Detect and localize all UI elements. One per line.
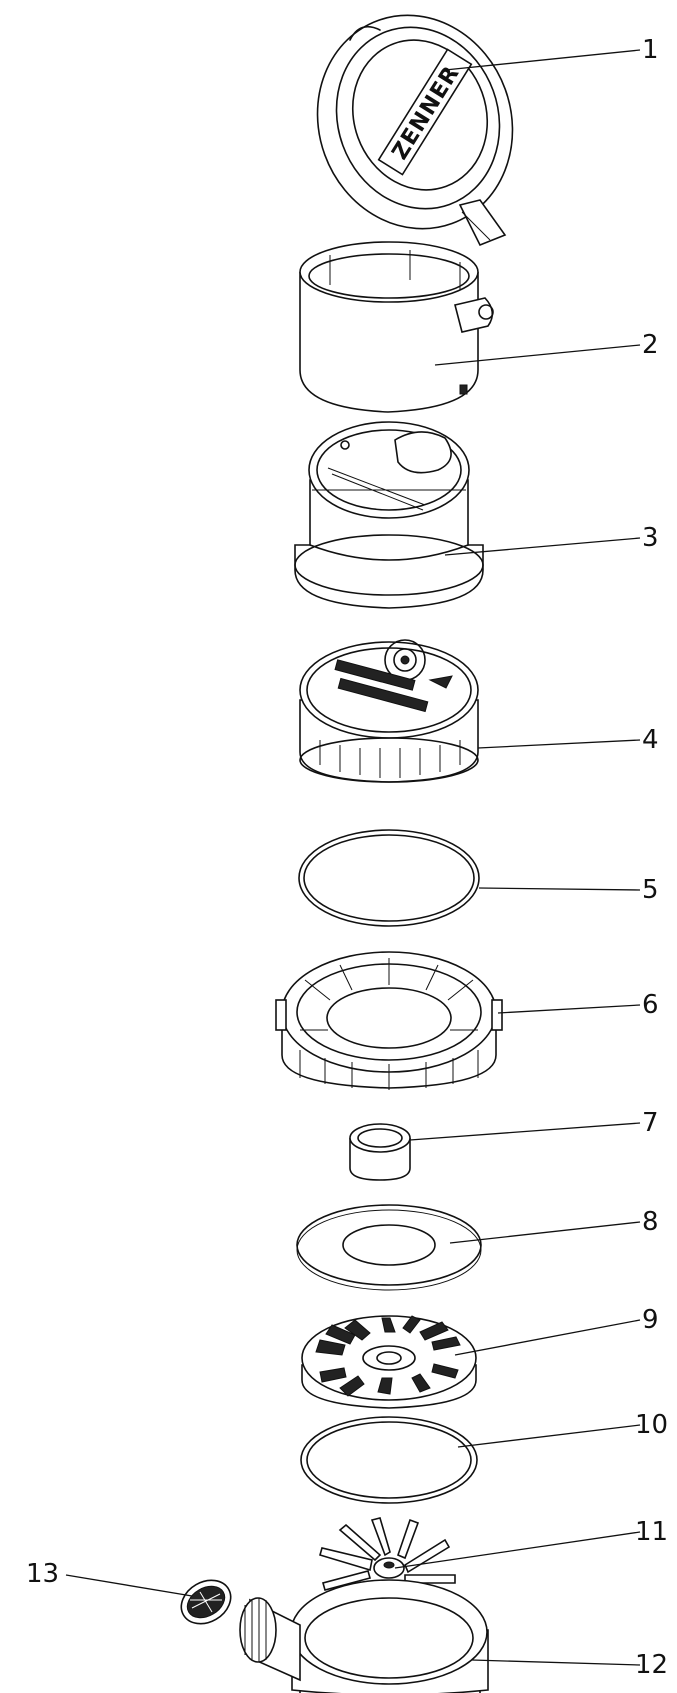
part-2-housing-ring — [299, 241, 494, 413]
callout-1: 1 — [642, 35, 659, 65]
part-4-register-counter — [299, 639, 479, 783]
part-6-threaded-nut — [275, 951, 503, 1090]
callout-12: 12 — [635, 1650, 668, 1680]
callout-9: 9 — [642, 1305, 659, 1335]
part-7-bushing — [349, 1123, 411, 1181]
leader-lines — [65, 49, 641, 1666]
part-5-o-ring — [298, 829, 480, 927]
part-12-meter-body — [239, 1579, 489, 1693]
part-9-grid-plate — [301, 1315, 477, 1409]
callout-5: 5 — [642, 875, 659, 905]
callout-11: 11 — [635, 1517, 668, 1547]
callout-13: 13 — [26, 1559, 59, 1589]
callout-6: 6 — [642, 990, 659, 1020]
part-3-register-housing — [294, 421, 484, 609]
callout-2: 2 — [642, 330, 659, 360]
callout-8: 8 — [642, 1207, 659, 1237]
callout-7: 7 — [642, 1108, 659, 1138]
part-8-gasket — [296, 1204, 482, 1291]
callout-4: 4 — [642, 725, 659, 755]
part-10-o-ring — [300, 1416, 478, 1504]
callout-labels: 1 2 3 4 5 6 7 8 9 10 11 12 13 — [26, 35, 668, 1680]
callout-10: 10 — [635, 1410, 668, 1440]
callout-3: 3 — [642, 523, 659, 553]
part-13-strainer — [180, 1579, 232, 1625]
part-1-lid: ZENNER — [316, 14, 514, 247]
